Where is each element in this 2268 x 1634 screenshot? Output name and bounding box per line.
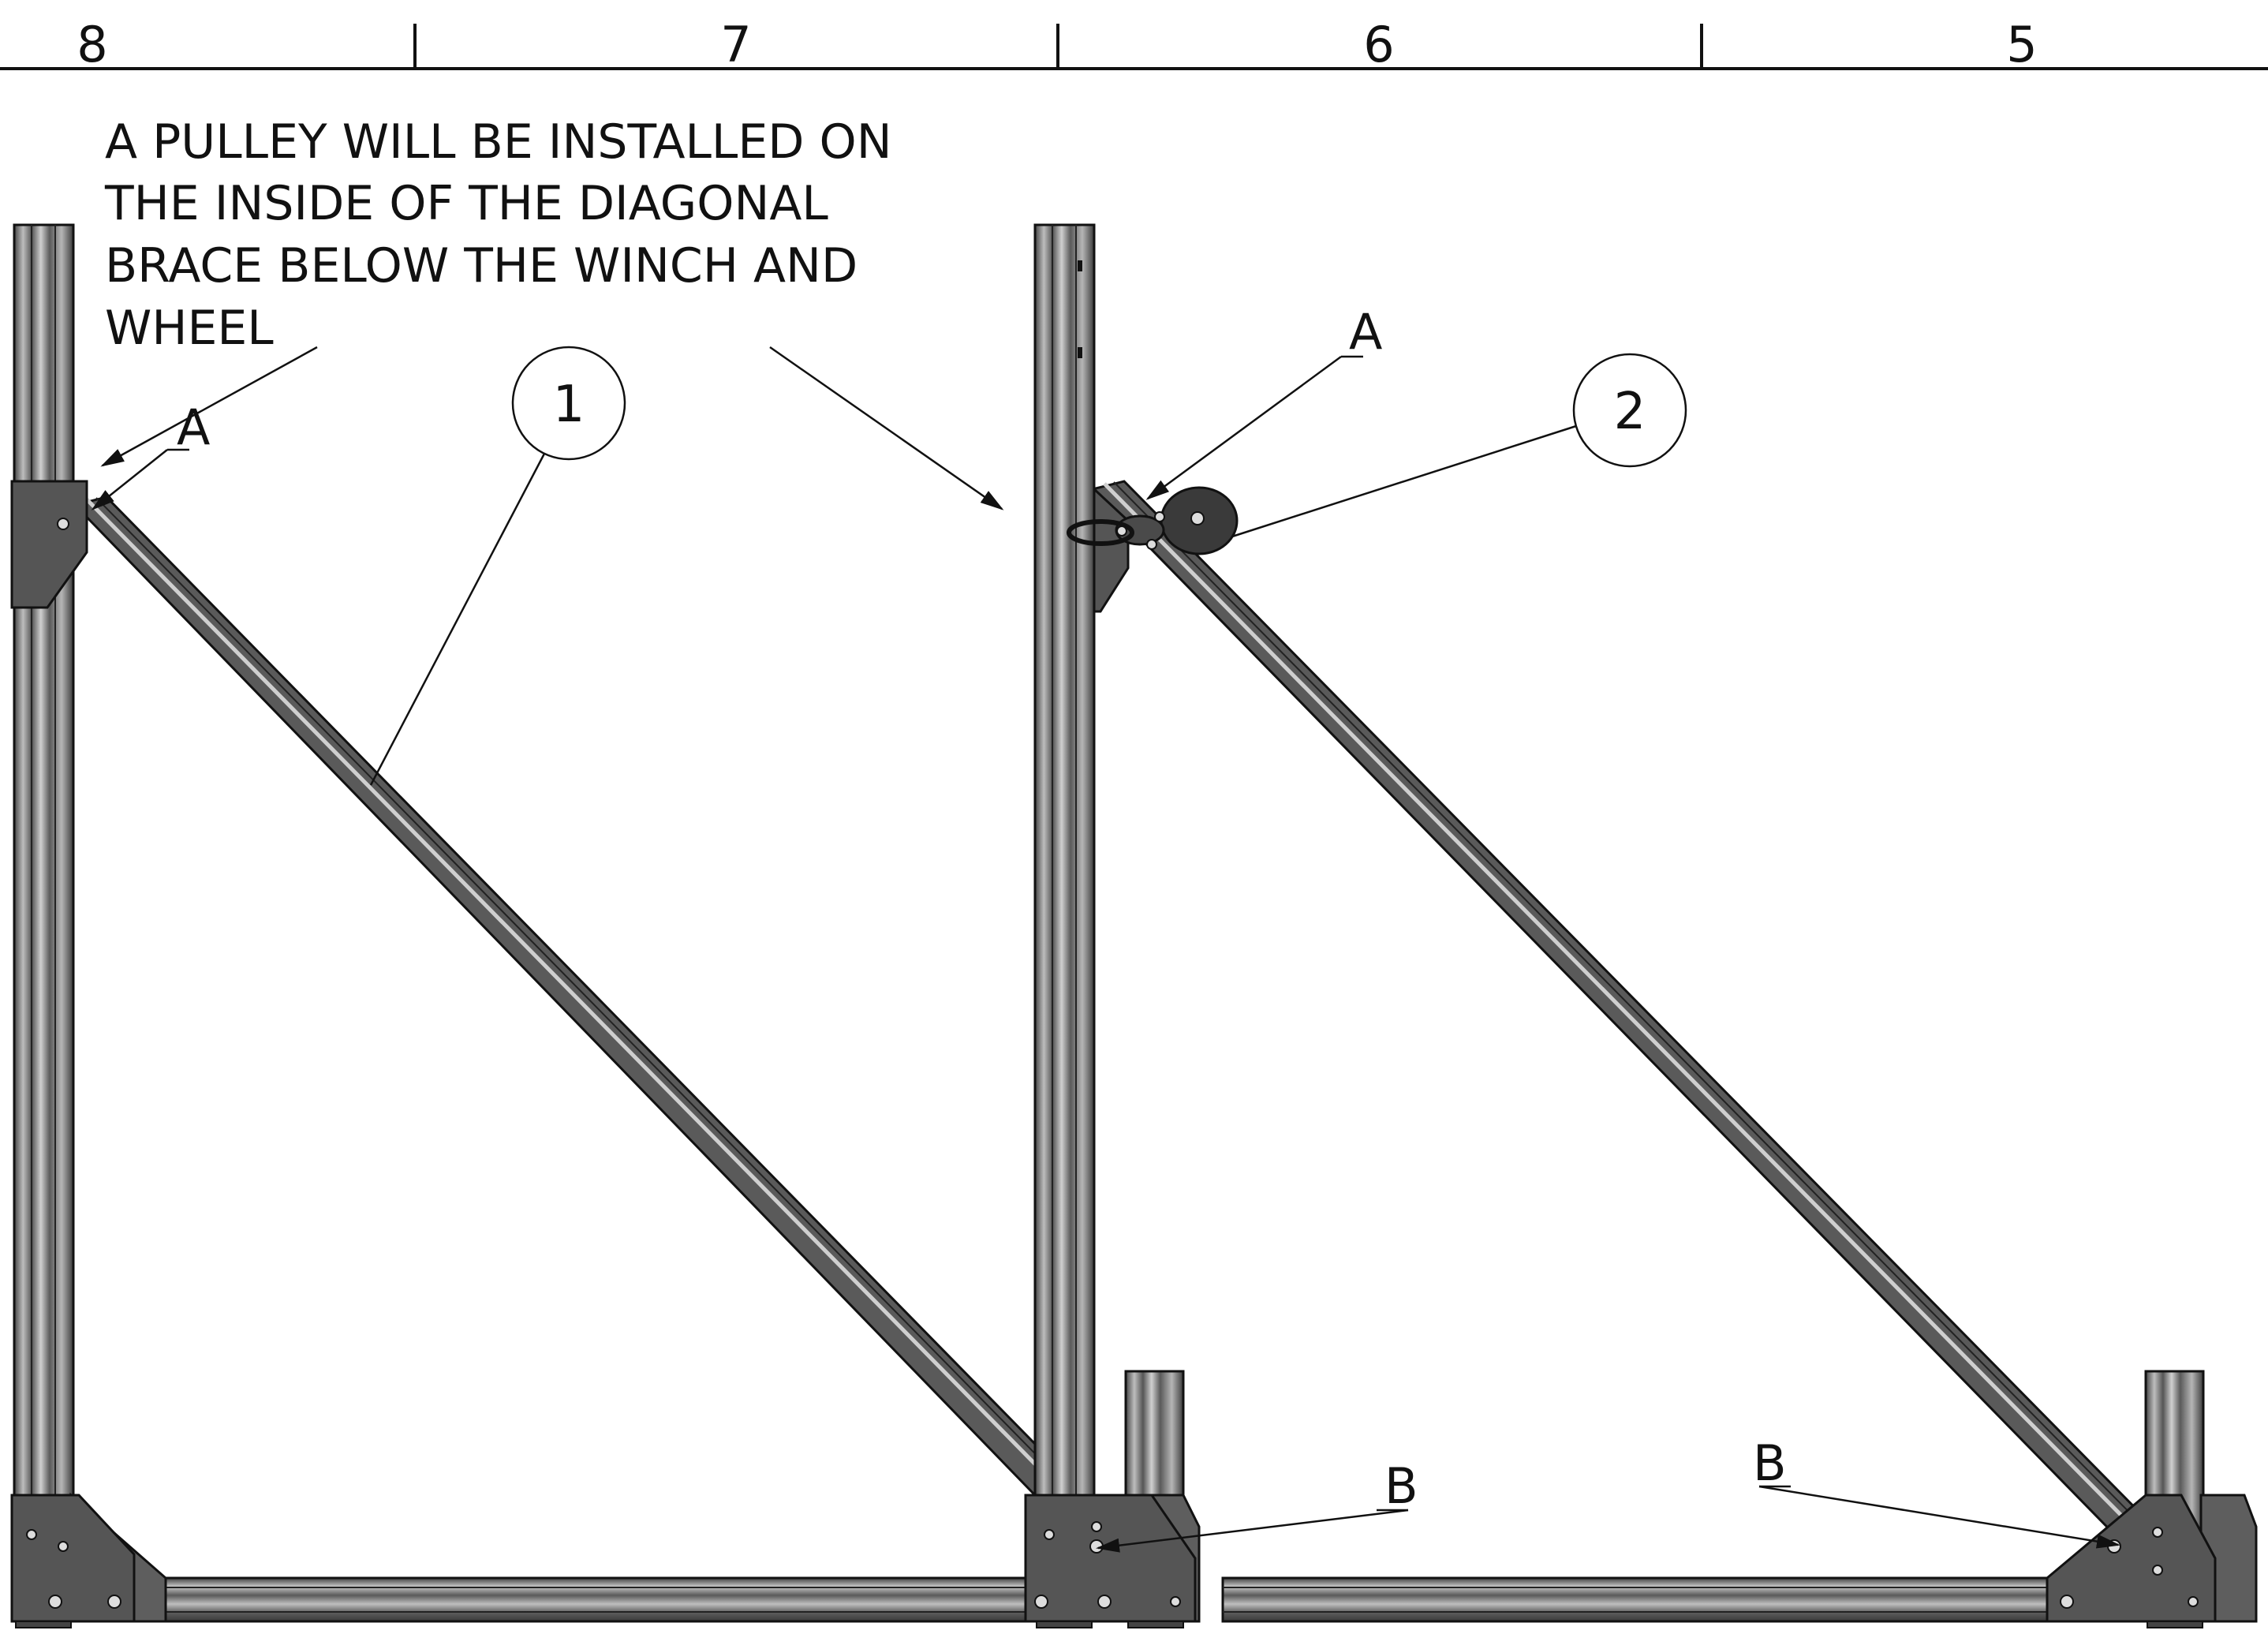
left-post: [13, 223, 75, 1623]
top-border: 8 7 6 5: [0, 16, 2268, 73]
bracket-bolt: [1044, 1529, 1055, 1540]
bracket-bolt: [2152, 1565, 2163, 1576]
zone-label-5: 5: [2006, 16, 2037, 73]
brace-highlight: [85, 498, 1102, 1532]
diagonal-brace-1: [73, 495, 1115, 1549]
bracket-bolt: [107, 1595, 121, 1609]
balloon-2-leader: [1231, 424, 1577, 538]
bracket-bolt: [1097, 1595, 1112, 1609]
post-foot: [1127, 1621, 1184, 1628]
clamp-bolt: [1154, 511, 1165, 522]
zone-label-7: 7: [720, 16, 751, 73]
note-line-3: BRACE BELOW THE WINCH AND: [105, 238, 858, 294]
clamp-bolt: [1116, 525, 1127, 537]
bracket-bolt: [26, 1529, 37, 1540]
label-b-right-leader: [1758, 1485, 2120, 1549]
bracket-bolt: [1034, 1595, 1048, 1609]
left-bottom-rail: [109, 1576, 1043, 1623]
balloon-circle: [511, 346, 626, 461]
middle-bottom-bracket: [1024, 1494, 1197, 1623]
bracket-bolt: [1089, 1539, 1104, 1554]
balloon-1-leader: [369, 453, 546, 786]
label-b-left: B: [1384, 1457, 1418, 1515]
bracket-bolt: [2188, 1596, 2199, 1607]
note-leader-right: [769, 346, 1004, 510]
balloon-number: 2: [1614, 383, 1646, 441]
bracket-bolt: [2060, 1595, 2074, 1609]
brace-highlight: [1103, 482, 2146, 1540]
right-frame: A B B: [1024, 223, 2258, 1628]
bracket-bolt: [2107, 1539, 2121, 1554]
post-slot: [1078, 260, 1082, 271]
zone-label-8: 8: [77, 16, 107, 73]
balloon-number: 1: [553, 376, 585, 434]
balloon-circle: [1572, 353, 1687, 468]
label-a-right: A: [1349, 303, 1382, 361]
note-leader-left: [100, 346, 318, 467]
installation-note: A PULLEY WILL BE INSTALLED ON THE INSIDE…: [100, 114, 1004, 510]
post-foot: [2147, 1621, 2203, 1628]
post-foot: [15, 1621, 72, 1628]
middle-post: [1033, 223, 1096, 1623]
clamp-bolt: [1146, 539, 1157, 550]
pulley-axle-icon: [1190, 511, 1205, 525]
bracket-bolt: [48, 1595, 62, 1609]
bracket-bolt: [2152, 1527, 2163, 1538]
mount-clamp: [1067, 519, 1134, 546]
note-line-1: A PULLEY WILL BE INSTALLED ON: [105, 114, 892, 170]
balloon-2: 2: [1231, 353, 1687, 538]
post-foot: [1036, 1621, 1093, 1628]
bracket-bolt: [58, 1541, 69, 1552]
label-a-left: A: [177, 398, 210, 456]
pulley-assembly: [1067, 486, 1239, 555]
zone-label-6: 6: [1363, 16, 1394, 73]
note-line-2: THE INSIDE OF THE DIAGONAL: [104, 176, 828, 231]
label-a-right-leader: [1145, 355, 1342, 500]
brace-groove: [95, 497, 1108, 1527]
label-a-left-leader: [91, 449, 168, 510]
note-line-4: WHEEL: [105, 301, 274, 356]
bracket-bolt: [1170, 1596, 1181, 1607]
brace-groove: [1113, 481, 2151, 1535]
post-slot: [1078, 347, 1082, 358]
label-b-left-leader: [1096, 1509, 1409, 1553]
top-left-bracket: [10, 480, 88, 609]
left-frame: A: [10, 223, 1115, 1628]
balloon-1: 1: [369, 346, 626, 786]
label-b-right: B: [1753, 1434, 1787, 1492]
right-bottom-rail: [1221, 1576, 2171, 1623]
bracket-bolt: [57, 518, 69, 530]
bracket-bolt: [1091, 1521, 1102, 1532]
bottom-left-bracket: [10, 1494, 136, 1623]
right-bottom-bracket: [2046, 1494, 2217, 1623]
